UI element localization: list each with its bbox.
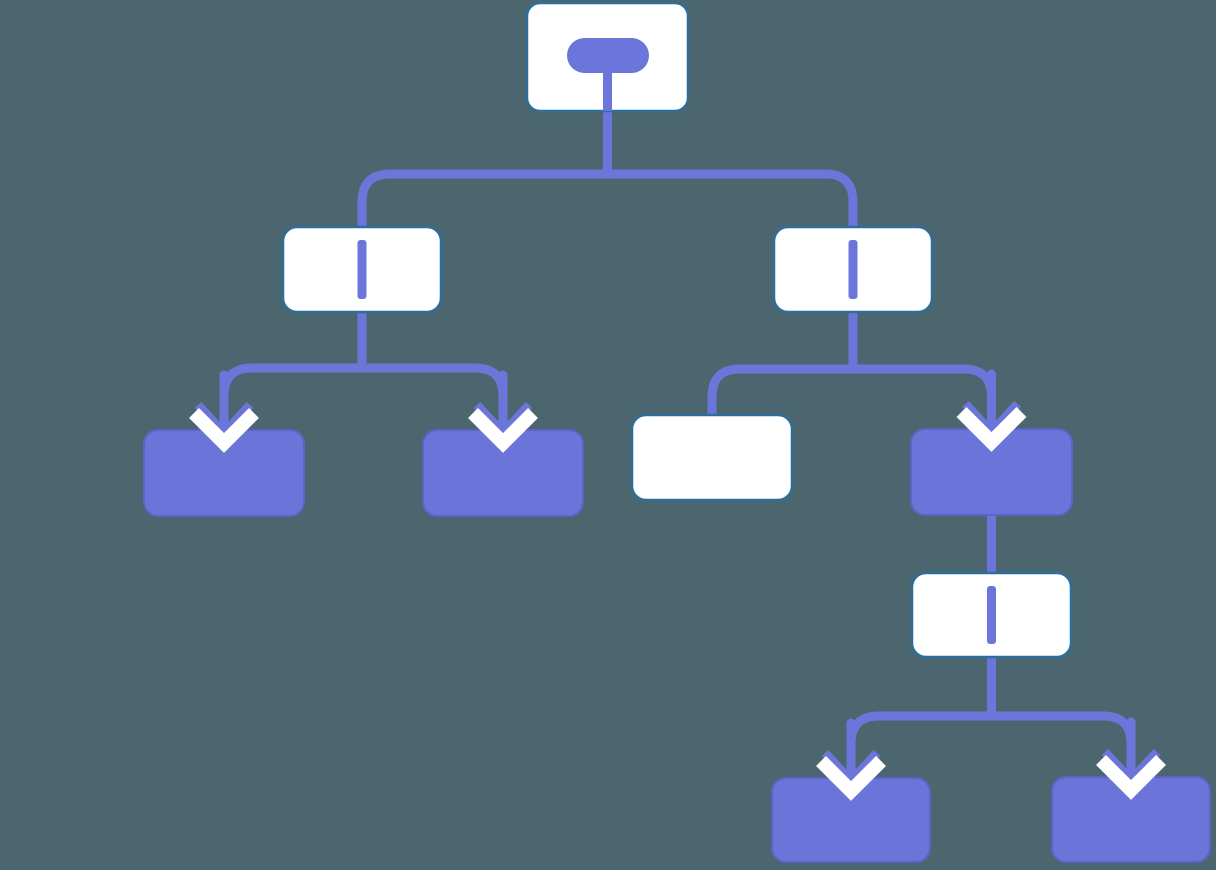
chevron-down-purple-icon [1101,748,1161,787]
chevron-down-purple-icon [194,401,254,440]
node-branch-right[interactable] [772,225,934,314]
chevron-down-white-icon [189,408,259,453]
vertical-bar-icon [987,586,996,644]
chevron-down-white-icon [468,408,538,453]
drop-arrow-icon [816,718,886,801]
node-branch-bottom[interactable] [910,571,1073,659]
chevron-down-white-icon [816,756,886,801]
drop-arrow-icon [189,370,259,453]
node-root[interactable] [525,1,690,113]
chevron-down-purple-icon [821,749,881,788]
vertical-bar-icon [357,240,367,299]
node-layer [143,1,1211,863]
connector-rail-left-subtree [219,363,508,404]
node-branch-left[interactable] [281,225,443,314]
drop-arrow-icon [1096,717,1166,800]
connector-rail-level1 [357,169,858,232]
chevron-down-white-icon [1096,755,1166,800]
node-leaf-3-box[interactable] [630,413,794,502]
drop-arrow-icon [956,369,1027,452]
drop-arrow-layer [189,369,1166,801]
root-pill-stem-icon [603,70,612,111]
chevron-down-purple-icon [473,401,533,440]
chevron-down-purple-icon [962,400,1021,439]
vertical-bar-icon [848,240,858,299]
drop-arrow-icon [468,370,538,453]
chevron-down-white-icon [956,407,1027,452]
connector-rail-right-subtree [707,364,996,420]
root-pill-icon [567,38,649,73]
connector-rail-bottom-subtree [846,711,1136,756]
